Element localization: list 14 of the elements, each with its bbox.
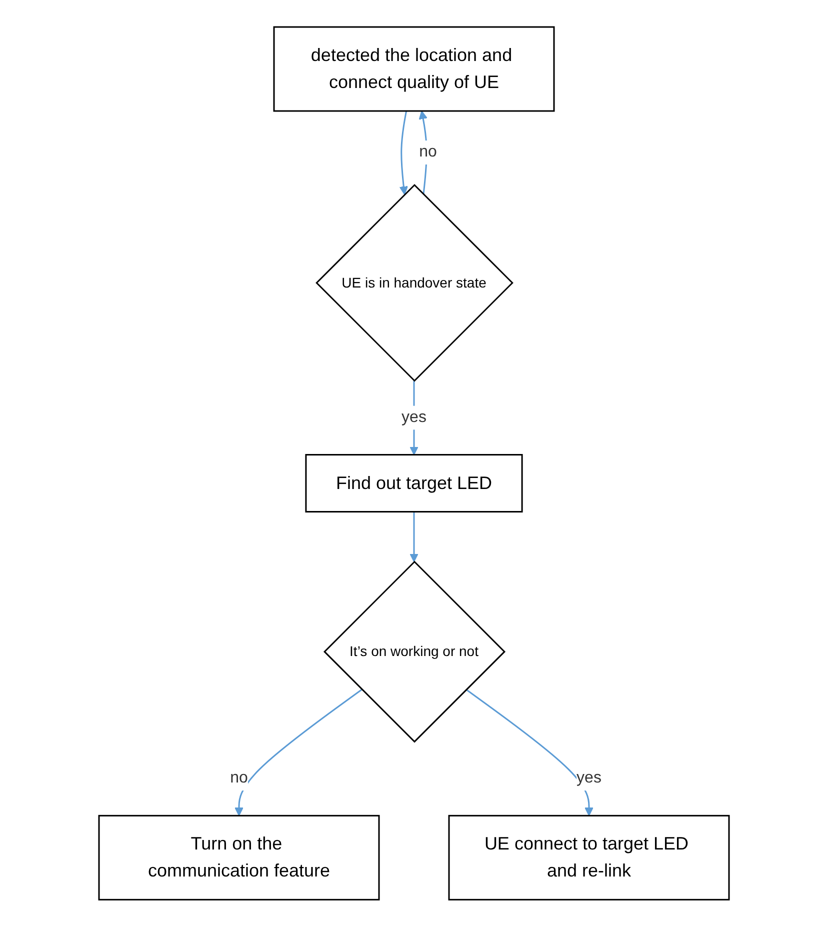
- edge-label: yes: [401, 408, 426, 426]
- arrow: [465, 689, 593, 816]
- arrow: [409, 512, 418, 562]
- arrow: [398, 111, 408, 196]
- node-box: Find out target LED: [304, 454, 522, 513]
- node-box: detected the location and connect quality of UE: [272, 26, 554, 112]
- node-diamond: It’s on working or not: [322, 560, 506, 743]
- edge-label: no: [230, 770, 248, 787]
- node-box: UE connect to target LED and re-link: [448, 815, 730, 901]
- edge-label: no: [418, 144, 436, 161]
- arrow: [234, 689, 362, 816]
- node-box: Turn on the communication feature: [98, 815, 380, 901]
- node-diamond: UE is in handover state: [315, 184, 513, 382]
- edge-label: yes: [576, 770, 601, 787]
